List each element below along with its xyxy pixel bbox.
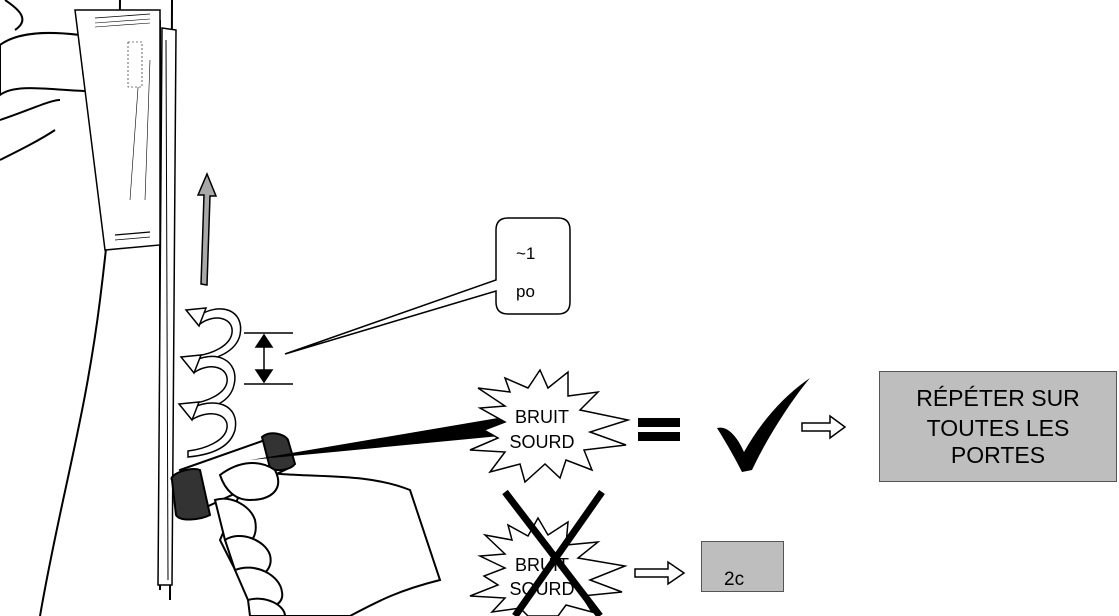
burst-bad-line2: SOURD bbox=[509, 579, 575, 599]
measurement-callout bbox=[284, 217, 571, 355]
arrow-to-next-step-icon bbox=[634, 560, 686, 586]
sound-pointer bbox=[250, 416, 510, 460]
repeat-on-all-doors-box: RÉPÉTER SUR TOUTES LES PORTES bbox=[879, 371, 1117, 482]
next-step-box[interactable]: 2c bbox=[701, 541, 784, 592]
equals-sign bbox=[638, 418, 680, 441]
next-step-label: 2c bbox=[724, 569, 745, 590]
callout-value: ~1 bbox=[516, 244, 536, 263]
weatherstrip bbox=[157, 27, 177, 586]
callout-unit: po bbox=[516, 282, 535, 301]
burst-good-line1: BRUIT bbox=[515, 407, 569, 427]
burst-good-line2: SOURD bbox=[509, 432, 575, 452]
door-label-sticker bbox=[74, 9, 161, 251]
repeat-box-line2: TOUTES LES bbox=[926, 415, 1070, 442]
repeat-box-line1: RÉPÉTER SUR bbox=[916, 385, 1080, 411]
hand-with-mallet bbox=[170, 432, 442, 616]
sliding-motion-arrows-icon bbox=[177, 307, 242, 458]
repeat-box-line3: PORTES bbox=[950, 441, 1046, 468]
checkmark-icon bbox=[717, 378, 810, 472]
sound-burst-good bbox=[469, 368, 631, 484]
upward-arrow-icon bbox=[196, 172, 218, 286]
arrow-to-repeat-box-icon bbox=[801, 414, 847, 440]
measurement-marker bbox=[244, 332, 293, 385]
